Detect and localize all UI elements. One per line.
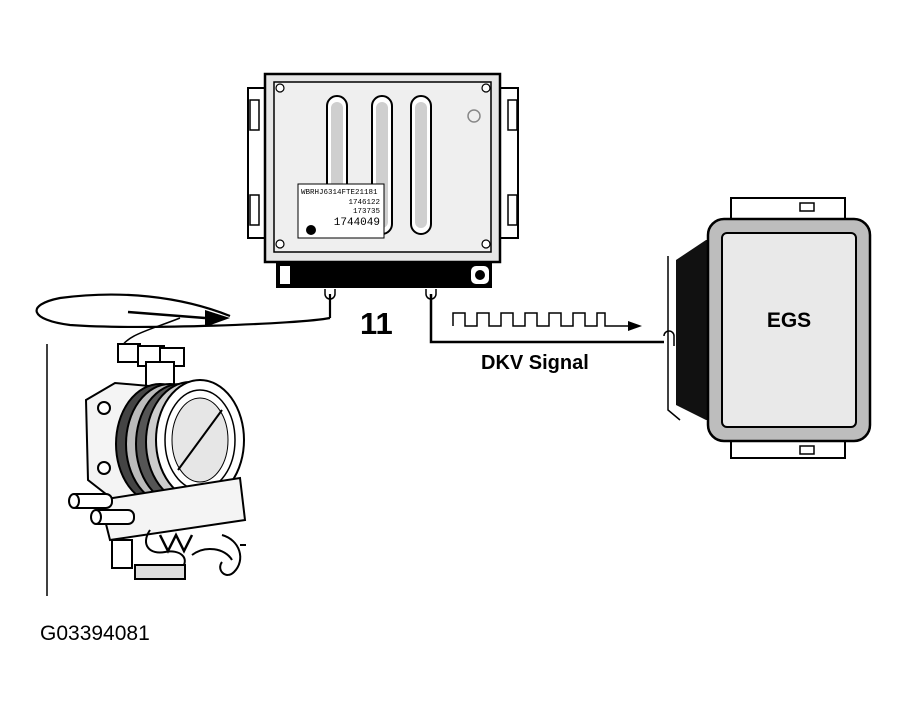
component-number-label: 11 — [360, 306, 393, 341]
egs-module: EGS — [667, 197, 872, 459]
ecu-sticker-line4: 1744049 — [334, 217, 380, 229]
square-wave-icon — [452, 312, 642, 331]
ecu-sticker-line3: 173735 — [353, 208, 381, 216]
egs-label: EGS — [767, 309, 811, 332]
throttle-body-illustration — [46, 343, 247, 596]
ecu-module: WBRHJ6314FTE21181 1746122 173735 1744049 — [247, 72, 519, 288]
ecu-sticker-line2: 1746122 — [348, 199, 380, 207]
ecu-sticker-line1: WBRHJ6314FTE21181 — [301, 189, 378, 197]
figure-id-label: G03394081 — [40, 622, 150, 645]
dkv-signal-label: DKV Signal — [481, 352, 589, 374]
dkv-signal-wire — [425, 289, 675, 346]
input-wire — [35, 289, 336, 351]
